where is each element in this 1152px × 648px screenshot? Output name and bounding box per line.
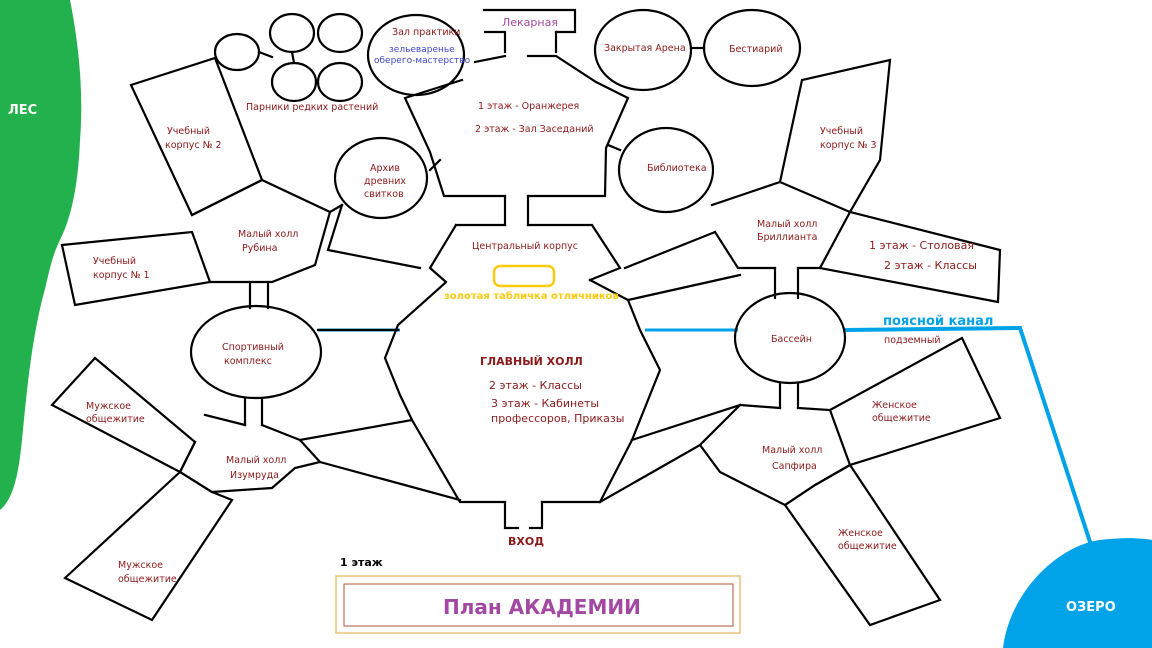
practice-sub1-label: зельеваренье <box>389 45 455 55</box>
building1-label-1: Учебный <box>93 256 136 267</box>
canteen-floor2-label: 2 этаж - Классы <box>884 259 977 272</box>
practice-sub2-label: оберего-мастерство <box>374 56 471 66</box>
main-hall-label: ГЛАВНЫЙ ХОЛЛ <box>480 355 583 368</box>
orangery-floor1-label: 1 этаж - Оранжерея <box>478 101 579 112</box>
building1-label-2: корпус № 1 <box>93 270 150 281</box>
dorm-m2-label-1: Мужское <box>118 560 163 571</box>
pool-label: Бассейн <box>771 334 812 345</box>
main-floor3a-label: 3 этаж - Кабинеты <box>491 397 599 410</box>
sports-complex <box>189 304 323 400</box>
practice-hall-label: Зал практики <box>392 27 460 38</box>
plaque-label: золотая табличка отличников <box>444 290 619 302</box>
dorm-f2-label-1: Женское <box>838 528 883 539</box>
dorm-m1-label-1: Мужское <box>86 401 131 412</box>
entrance-door <box>503 500 544 530</box>
dorm-m2-label-2: общежитие <box>118 574 177 585</box>
building3-label-1: Учебный <box>820 126 863 137</box>
canteen-block <box>818 210 1002 304</box>
orangery-floor2-label: 2 этаж - Зал Заседаний <box>475 124 594 135</box>
ruby-label-1: Малый холл <box>238 229 298 240</box>
lekarnaya-room <box>482 8 577 34</box>
sports-label-1: Спортивный <box>222 342 284 353</box>
pool <box>733 291 847 385</box>
building-3 <box>778 58 892 214</box>
forest-area <box>0 0 82 510</box>
title-frame-outer <box>335 575 741 634</box>
female-dorm-1 <box>828 336 1002 467</box>
emerald-label-1: Малый холл <box>226 455 286 466</box>
greenhouse-cluster <box>213 12 364 103</box>
entrance-label: ВХОД <box>508 535 544 548</box>
sapphire-label-1: Малый холл <box>762 445 822 456</box>
sports-label-2: комплекс <box>224 356 272 367</box>
male-dorm-1 <box>50 356 197 474</box>
canal-sub-label: подземный <box>884 335 941 346</box>
archive-label-1: Архив <box>370 163 400 174</box>
canal-label: поясной канал <box>883 314 993 329</box>
archive-label-3: свитков <box>364 189 404 200</box>
sapphire-label-2: Сапфира <box>772 461 817 472</box>
emerald-label-2: Изумруда <box>230 470 279 481</box>
bestiary-label: Бестиарий <box>729 44 783 55</box>
building-1 <box>60 230 212 307</box>
forest-label: ЛЕС <box>8 103 37 118</box>
canal-line <box>844 325 1094 549</box>
plan-title: План АКАДЕМИИ <box>443 595 641 619</box>
canteen-floor1-label: 1 этаж - Столовая <box>869 239 974 252</box>
floor-label: 1 этаж <box>340 556 383 569</box>
title-frame-inner <box>343 583 734 627</box>
building2-label-1: Учебный <box>167 126 210 137</box>
lekarnaya-label: Лекарная <box>502 16 558 29</box>
library-room <box>617 126 715 214</box>
female-dorm-2 <box>783 463 942 627</box>
brilliant-hall <box>710 180 852 270</box>
dorm-f1-label-1: Женское <box>872 400 917 411</box>
emerald-corridor <box>318 460 462 502</box>
brilliant-label-2: Бриллианта <box>757 232 817 243</box>
lake-area <box>1003 538 1152 648</box>
main-floor2-label: 2 этаж - Классы <box>489 379 582 392</box>
orangery-block <box>403 54 630 198</box>
central-corps <box>428 223 622 284</box>
central-label: Центральный корпус <box>472 241 578 252</box>
greenhouses-label: Парники редких растений <box>246 102 378 113</box>
ruby-label-2: Рубина <box>242 243 277 254</box>
building2-label-2: корпус № 2 <box>165 140 222 151</box>
gold-plaque <box>492 264 556 288</box>
male-dorm-2 <box>63 470 234 622</box>
main-floor3b-label: профессоров, Приказы <box>491 412 624 425</box>
lake-label: ОЗЕРО <box>1066 600 1116 615</box>
dorm-m1-label-2: общежитие <box>86 414 145 425</box>
archive-label-2: древних <box>364 176 406 187</box>
brilliant-label-1: Малый холл <box>757 219 817 230</box>
building3-label-2: корпус № 3 <box>820 140 877 151</box>
closed-arena-label: Закрытая Арена <box>604 43 686 54</box>
sports-corridor <box>298 418 414 442</box>
archive-corridor <box>326 158 442 270</box>
dorm-f1-label-2: общежитие <box>872 413 931 424</box>
archive-room <box>333 136 429 220</box>
dorm-f2-label-2: общежитие <box>838 541 897 552</box>
closed-arena <box>593 8 693 92</box>
library-label: Библиотека <box>647 163 707 174</box>
ruby-hall <box>190 178 344 284</box>
